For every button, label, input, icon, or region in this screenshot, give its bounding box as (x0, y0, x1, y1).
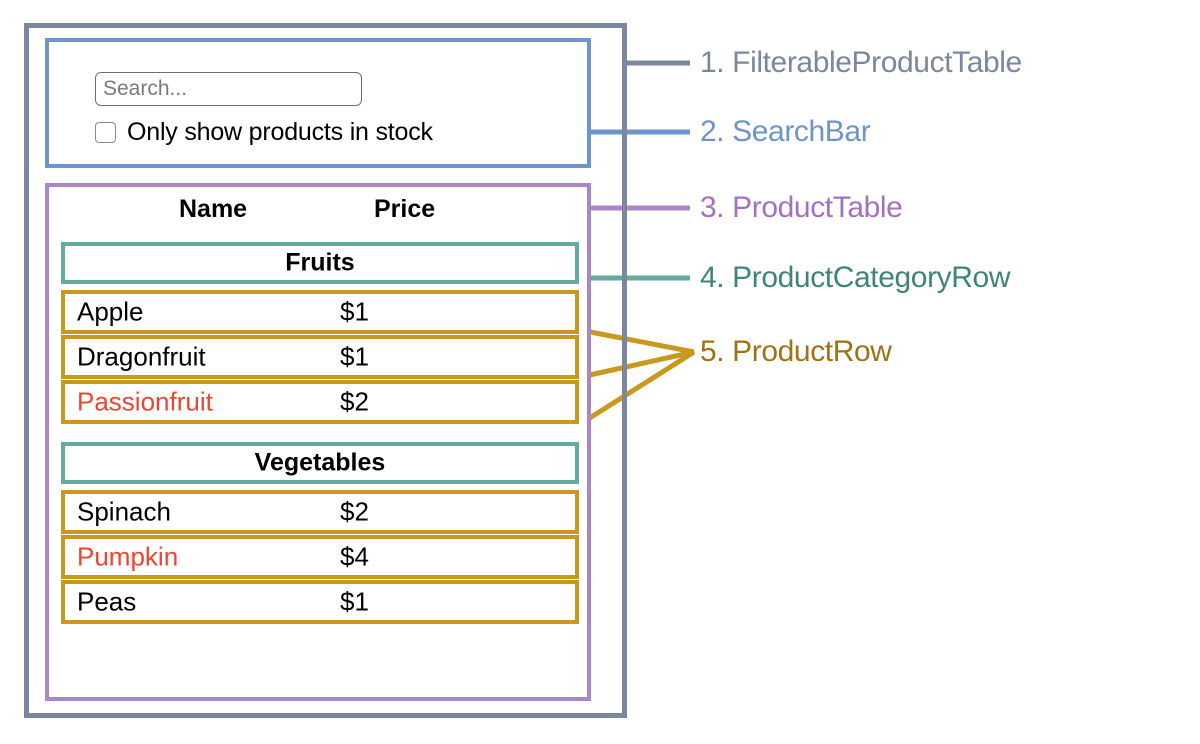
product-row-passionfruit[interactable]: Passionfruit $2 (61, 380, 579, 424)
legend-item-filterable-product-table: 1. FilterableProductTable (700, 46, 1022, 79)
product-category-row-fruits: Fruits (61, 242, 579, 284)
legend-item-product-row: 5. ProductRow (700, 335, 892, 368)
product-price: $1 (340, 586, 369, 617)
search-input[interactable]: Search... (95, 72, 362, 106)
product-row-apple[interactable]: Apple $1 (61, 290, 579, 334)
product-table-header-row: Name Price (49, 195, 587, 231)
search-bar-frame: Search... Only show products in stock (45, 38, 591, 168)
product-row-spinach[interactable]: Spinach $2 (61, 490, 579, 534)
legend-item-search-bar: 2. SearchBar (700, 115, 871, 148)
product-category-label: Fruits (285, 248, 355, 277)
product-name: Spinach (77, 496, 171, 527)
product-name: Apple (77, 296, 144, 327)
product-name: Pumpkin (77, 541, 179, 572)
product-name: Peas (77, 586, 137, 617)
product-row-dragonfruit[interactable]: Dragonfruit $1 (61, 335, 579, 379)
legend-item-product-category-row: 4. ProductCategoryRow (700, 261, 1011, 294)
in-stock-checkbox[interactable] (95, 122, 116, 143)
legend-item-product-table: 3. ProductTable (700, 191, 903, 224)
column-header-name: Name (179, 195, 248, 223)
product-table-frame: Name Price Fruits Apple $1 Dragonfruit $… (45, 183, 591, 701)
product-price: $4 (340, 541, 369, 572)
in-stock-filter-row[interactable]: Only show products in stock (95, 118, 433, 147)
product-name: Dragonfruit (77, 341, 206, 372)
filterable-product-table-frame (24, 23, 627, 718)
product-category-row-vegetables: Vegetables (61, 442, 579, 484)
product-price: $2 (340, 386, 369, 417)
product-row-peas[interactable]: Peas $1 (61, 580, 579, 624)
product-price: $1 (340, 296, 369, 327)
column-header-price: Price (374, 195, 436, 223)
product-price: $2 (340, 496, 369, 527)
product-price: $1 (340, 341, 369, 372)
product-category-label: Vegetables (254, 448, 386, 477)
product-name: Passionfruit (77, 386, 213, 417)
product-row-pumpkin[interactable]: Pumpkin $4 (61, 535, 579, 579)
in-stock-checkbox-label: Only show products in stock (127, 118, 433, 146)
